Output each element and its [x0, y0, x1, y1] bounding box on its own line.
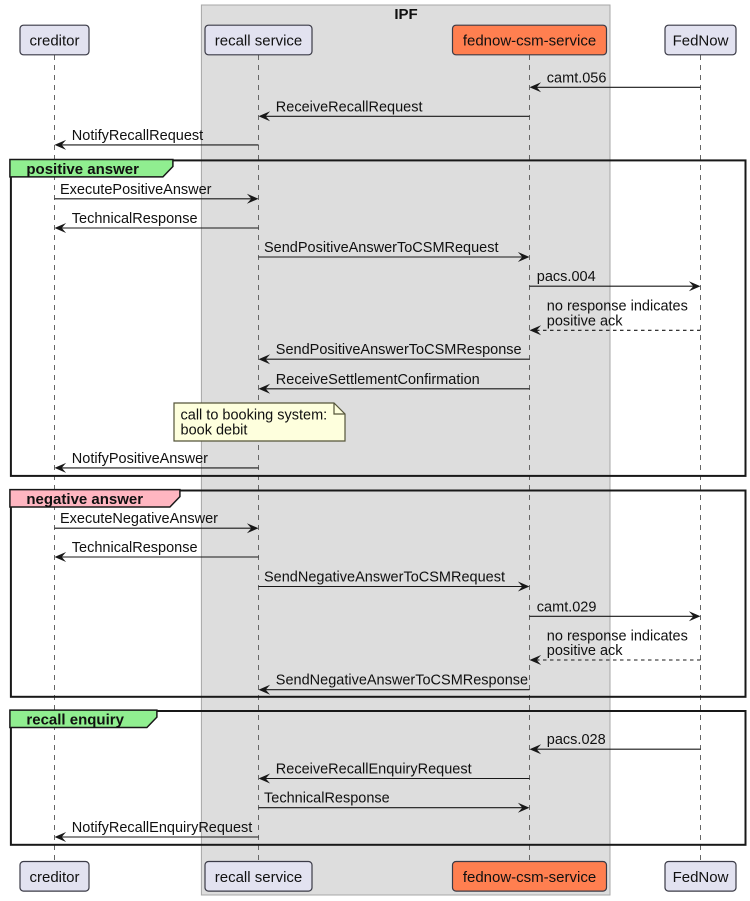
svg-text:camt.056: camt.056	[547, 70, 607, 86]
svg-text:pacs.028: pacs.028	[547, 732, 606, 748]
svg-text:IPF: IPF	[394, 6, 417, 23]
svg-text:fednow-csm-service: fednow-csm-service	[463, 869, 596, 886]
svg-text:FedNow: FedNow	[673, 869, 729, 886]
svg-text:fednow-csm-service: fednow-csm-service	[463, 33, 596, 50]
svg-text:recall enquiry: recall enquiry	[26, 711, 124, 728]
svg-text:SendPositiveAnswerToCSMRequest: SendPositiveAnswerToCSMRequest	[264, 240, 499, 256]
svg-text:ReceiveRecallRequest: ReceiveRecallRequest	[276, 99, 423, 115]
svg-text:TechnicalResponse: TechnicalResponse	[264, 791, 390, 807]
svg-text:ReceiveRecallEnquiryRequest: ReceiveRecallEnquiryRequest	[276, 762, 472, 778]
svg-text:creditor: creditor	[29, 33, 79, 50]
svg-text:positive ack: positive ack	[547, 643, 624, 659]
svg-text:no response indicates: no response indicates	[547, 299, 688, 315]
svg-text:TechnicalResponse: TechnicalResponse	[72, 211, 198, 227]
svg-text:FedNow: FedNow	[673, 33, 729, 50]
svg-text:creditor: creditor	[29, 869, 79, 886]
svg-text:ReceiveSettlementConfirmation: ReceiveSettlementConfirmation	[276, 372, 480, 388]
svg-text:recall service: recall service	[215, 869, 303, 886]
svg-text:ExecutePositiveAnswer: ExecutePositiveAnswer	[60, 182, 212, 198]
svg-text:positive answer: positive answer	[26, 161, 139, 178]
svg-text:SendNegativeAnswerToCSMRequest: SendNegativeAnswerToCSMRequest	[264, 570, 505, 586]
svg-text:no response indicates: no response indicates	[547, 628, 688, 644]
svg-text:NotifyRecallRequest: NotifyRecallRequest	[72, 128, 203, 144]
svg-text:pacs.004: pacs.004	[537, 269, 596, 285]
svg-text:NotifyRecallEnquiryRequest: NotifyRecallEnquiryRequest	[72, 820, 253, 836]
svg-text:SendPositiveAnswerToCSMRespons: SendPositiveAnswerToCSMResponse	[276, 342, 522, 358]
svg-text:ExecuteNegativeAnswer: ExecuteNegativeAnswer	[60, 511, 218, 527]
svg-text:book debit: book debit	[181, 422, 248, 438]
svg-text:camt.029: camt.029	[537, 599, 597, 615]
svg-text:SendNegativeAnswerToCSMRespons: SendNegativeAnswerToCSMResponse	[276, 673, 528, 689]
svg-text:call to booking system:: call to booking system:	[181, 408, 328, 424]
svg-text:NotifyPositiveAnswer: NotifyPositiveAnswer	[72, 451, 208, 467]
svg-text:positive ack: positive ack	[547, 313, 624, 329]
svg-text:recall service: recall service	[215, 33, 303, 50]
svg-text:negative answer: negative answer	[26, 491, 143, 508]
svg-text:TechnicalResponse: TechnicalResponse	[72, 540, 198, 556]
